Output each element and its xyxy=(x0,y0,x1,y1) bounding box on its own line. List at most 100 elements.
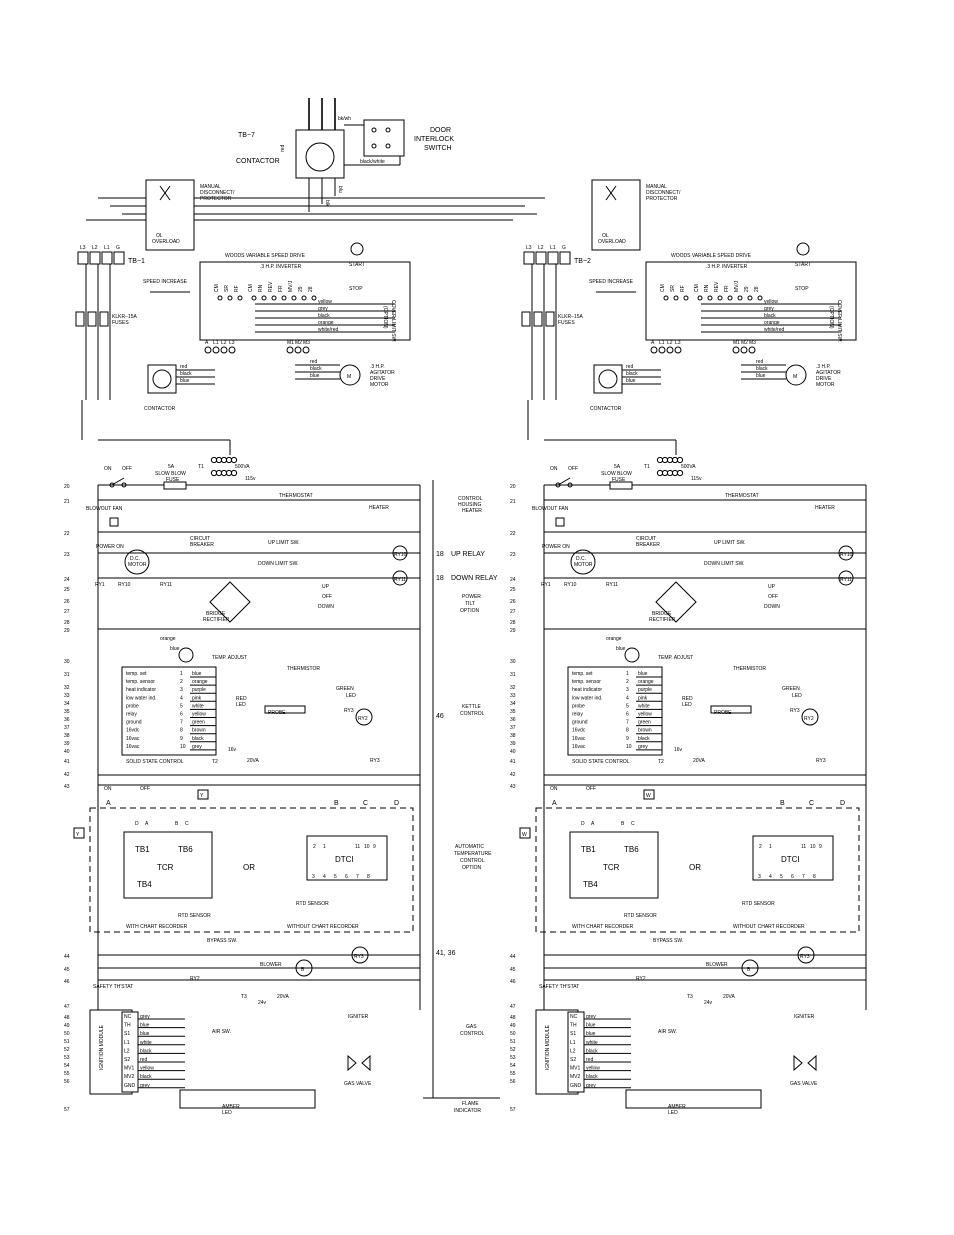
contactor-label: CONTACTOR xyxy=(144,406,176,412)
fuse xyxy=(87,311,97,327)
line-number: 33 xyxy=(64,693,70,699)
ignition-terminal: GND xyxy=(570,1083,582,1089)
drive-title: WOODS VARIABLE SPEED DRIVE xyxy=(225,253,306,259)
rtd-label: RTD SENSOR xyxy=(742,901,775,907)
drive-terminal: REV xyxy=(714,281,720,292)
tb7-label: TB−7 xyxy=(238,132,255,139)
line-number: 44 xyxy=(64,954,70,960)
motor-symbol: M xyxy=(347,374,351,380)
wire-color: blue xyxy=(616,646,626,652)
line-number: 42 xyxy=(64,772,70,778)
va-label: 20VA xyxy=(723,994,736,1000)
tb7-contactor xyxy=(295,129,345,179)
line-number: 56 xyxy=(64,1079,70,1085)
or-label: OR xyxy=(243,863,255,872)
wire-color: grey xyxy=(764,306,774,312)
off-label: OFF xyxy=(568,466,578,472)
ss-number: 2 xyxy=(626,679,629,685)
overload-label: OVERLOAD xyxy=(598,239,626,245)
box-letter: Y xyxy=(200,793,204,799)
fuse xyxy=(521,311,531,327)
terminal-letter: A xyxy=(106,800,111,807)
drive-terminal: RN xyxy=(704,284,710,292)
line-number: 35 xyxy=(510,709,516,715)
temp-control-option xyxy=(89,807,414,933)
ignition-terminal: MV1 xyxy=(570,1066,581,1072)
ignition-terminal: NC xyxy=(124,1014,132,1020)
updown-label: UP xyxy=(322,584,330,590)
svg-text:CONTROL: CONTROL xyxy=(460,1031,485,1037)
line-number: 52 xyxy=(510,1047,516,1053)
tb-terminal-label: L2 xyxy=(538,245,544,251)
blower-label: BLOWER xyxy=(260,962,282,968)
wire-color: black xyxy=(626,371,638,377)
ignition-wire: blue xyxy=(586,1031,596,1037)
line-number: 25 xyxy=(510,587,516,593)
t2-label: T2 xyxy=(212,759,218,765)
heater-label: HEATER xyxy=(815,505,835,511)
line-number: 32 xyxy=(510,685,516,691)
ss-number: 5 xyxy=(180,703,183,709)
dtci-terminal: 5 xyxy=(780,874,783,880)
line-number: 27 xyxy=(64,609,70,615)
t3-label: T3 xyxy=(241,994,247,1000)
line-number: 39 xyxy=(64,741,70,747)
dtci-terminal: 6 xyxy=(345,874,348,880)
probe xyxy=(264,705,306,714)
ss-function: probe xyxy=(126,703,139,709)
svg-text:AUTOMATIC: AUTOMATIC xyxy=(455,844,484,850)
line-number: 34 xyxy=(510,701,516,707)
line-number: 32 xyxy=(64,685,70,691)
limit-label: UP LIMIT SW. xyxy=(268,540,300,546)
gas-valve-label: GAS VALVE xyxy=(790,1081,818,1087)
thermistor-label: THERMISTOR xyxy=(733,666,766,672)
red-led-label: RED xyxy=(682,696,693,702)
ss-color: yellow xyxy=(192,712,206,718)
drive-terminal: RF xyxy=(680,285,686,292)
line-number: 47 xyxy=(64,1004,70,1010)
gas-valve-label: GAS VALVE xyxy=(344,1081,372,1087)
on-label: ON xyxy=(104,466,112,472)
box-letter xyxy=(197,789,209,800)
fuse-label: KLKR−15A xyxy=(558,314,584,320)
line-number: 40 xyxy=(64,749,70,755)
updown-label: DOWN xyxy=(764,604,780,610)
line-number: 24 xyxy=(510,577,516,583)
ignition-wire: white xyxy=(586,1040,598,1046)
thermostat-label: THERMOSTAT xyxy=(279,493,313,499)
ss-function: relay xyxy=(572,712,583,718)
box-letter: Y xyxy=(76,832,80,838)
tb4-label: TB4 xyxy=(583,880,598,889)
line-number: 20 xyxy=(64,484,70,490)
ss-number: 7 xyxy=(626,720,629,726)
motor-label: MOTOR xyxy=(370,382,389,388)
line-number: 31 xyxy=(510,672,516,678)
ignition-wire: black xyxy=(586,1048,598,1054)
svg-text:INDICATOR: INDICATOR xyxy=(454,1108,481,1114)
t1-va: 500VA xyxy=(235,464,250,470)
blowout-fan xyxy=(555,517,565,527)
center-annotations: CONTROL HOUSING HEATER 18 UP RELAY 18 DO… xyxy=(423,480,500,1114)
tcr-label: TCR xyxy=(603,863,620,872)
ignition-terminal: GND xyxy=(124,1083,136,1089)
line-number: 21 xyxy=(64,499,70,505)
limit-label: DOWN LIMIT SW. xyxy=(258,561,298,567)
on-label: ON xyxy=(104,786,112,792)
bridge-rectifier xyxy=(209,581,251,623)
limit-label: UP LIMIT SW. xyxy=(714,540,746,546)
disconnect-label: MANUAL xyxy=(200,184,221,190)
dc-motor-label: D.C. xyxy=(130,556,140,562)
motor-label: .3 H.P. xyxy=(816,364,831,370)
ignition-terminal: L1 xyxy=(570,1040,576,1046)
terminal-letter: C xyxy=(631,821,635,827)
temp-control-option xyxy=(535,807,860,933)
line-number: 55 xyxy=(510,1071,516,1077)
t3-label: T3 xyxy=(687,994,693,1000)
ss-color: orange xyxy=(192,679,208,685)
stop-label: STOP xyxy=(349,286,363,292)
line-number: 50 xyxy=(64,1031,70,1037)
svg-text:DOOR: DOOR xyxy=(430,127,451,134)
terminal-letter: A xyxy=(591,821,595,827)
line-number: 49 xyxy=(64,1023,70,1029)
